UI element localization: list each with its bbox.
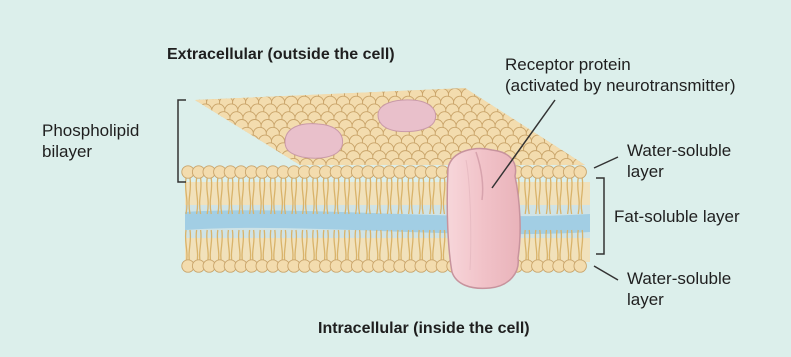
surface-protein-1 — [285, 124, 343, 159]
water-soluble-bottom-label: Water-soluble layer — [627, 268, 731, 310]
water-soluble-top-label: Water-soluble layer — [627, 140, 731, 182]
intracellular-title: Intracellular (inside the cell) — [318, 318, 530, 339]
surface-protein-2 — [378, 100, 436, 132]
extracellular-title: Extracellular (outside the cell) — [167, 44, 395, 65]
water-bottom-leader-line — [594, 266, 618, 280]
receptor-label: Receptor protein (activated by neurotran… — [505, 54, 736, 96]
fat-soluble-bracket — [596, 178, 604, 254]
membrane-front-face — [182, 166, 590, 272]
water-top-leader-line — [594, 157, 618, 168]
phospholipid-label: Phospholipid bilayer — [42, 120, 139, 162]
fat-soluble-label: Fat-soluble layer — [614, 206, 740, 227]
membrane-top-surface — [175, 88, 599, 172]
receptor-protein — [447, 149, 520, 289]
